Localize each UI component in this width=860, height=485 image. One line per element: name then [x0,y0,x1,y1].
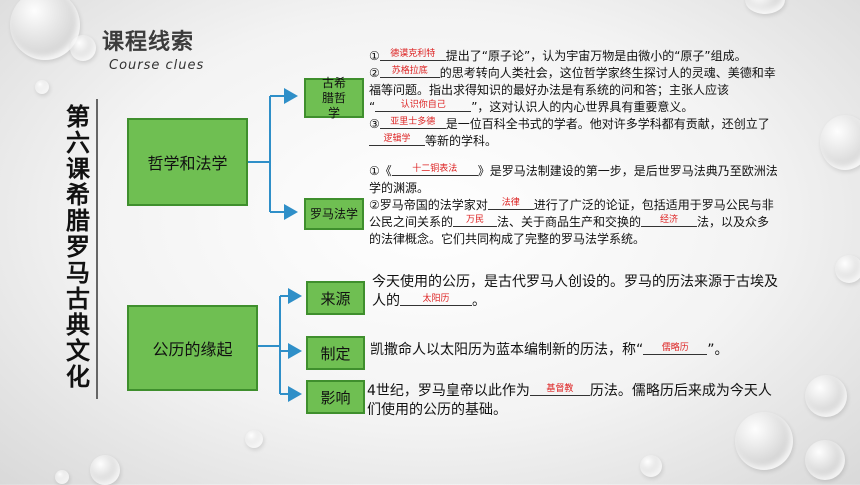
subtopic-label: 古希腊哲学 [321,75,346,120]
subtopic-label: 罗马法学 [309,206,358,221]
lesson-title: 第六课 希腊罗马古典文化 [66,103,90,391]
text-line: 的法律概念。它们共同构成了完整的罗马法学系统。 [369,231,646,246]
water-drop-decoration [70,35,96,61]
subtopic-box-origin: 来源 [306,281,365,315]
divider-line [96,99,98,399]
water-drop-decoration [35,80,49,94]
water-drop-decoration [745,0,785,14]
text-line: ①《十二铜表法》是罗马法制建设的第一步，是后世罗马法典乃至欧洲法 [369,163,778,178]
page-subtitle: Course clues [109,58,205,73]
answer-blank: 法律 [487,197,534,210]
water-drop-decoration [90,455,120,485]
water-drop-decoration [820,115,860,170]
answer-blank: 经济 [641,214,698,227]
text-line: 人的太阳历。 [372,293,486,309]
calendar-origin-text: 今天使用的公历，是古代罗马人创设的。罗马的历法来源于古埃及 人的太阳历。 [372,273,842,311]
answer-blank: 万民 [453,214,498,227]
subtopic-box-greek-philosophy: 古希腊哲学 [304,75,364,120]
answer-blank: 十二铜表法 [391,163,478,176]
answer-blank: 亚里士多德 [379,116,446,129]
topic-box-philosophy-law: 哲学和法学 [127,118,248,206]
text-line: 学的渊源。 [369,181,430,195]
topic-box-calendar: 公历的缘起 [127,305,258,391]
text-line: 公民之间关系的万民法、关于商品生产和交换的经济法，以及众多 [369,214,770,229]
subtopic-label: 制定 [320,344,351,363]
topic-label: 哲学和法学 [147,154,228,173]
answer-blank: 基督教 [529,383,590,396]
text-line: “认识你自己”，这对认识人的内心世界具有重要意义。 [369,99,694,114]
text-line: 今天使用的公历，是古代罗马人创设的。罗马的历法来源于古埃及 [372,274,778,290]
text-line: 逻辑学等新的学科。 [369,133,839,150]
answer-blank: 认识你自己 [375,99,472,112]
text-line: ②罗马帝国的法学家对法律进行了广泛的论证，包括适用于罗马公民与非 [369,197,774,212]
subtopic-label: 影响 [320,388,351,407]
water-drop-decoration [835,255,860,283]
text-line: 们使用的公历的基础。 [367,402,507,418]
answer-blank: 太阳历 [400,293,472,306]
water-drop-decoration [805,375,847,417]
water-drop-decoration [735,412,793,470]
text-line: 福等问题。指出求得知识的最好办法是有系统的问和答；主张人应该 [369,83,730,97]
text-line: 4世纪，罗马皇帝以此作为基督教历法。儒略历后来成为今天人 [367,383,772,399]
water-drop-decoration [245,430,263,448]
answer-blank: 儒略历 [643,342,708,355]
water-drop-decoration [805,440,845,480]
answer-blank: 苏格拉底 [379,65,440,78]
water-drop-decoration [640,455,662,477]
text-line: 凯撒命人以太阳历为蓝本编制新的历法，称“儒略历”。 [370,342,729,358]
answer-blank: 德谟克利特 [379,48,446,61]
answer-blank: 逻辑学 [369,133,425,146]
subtopic-box-formulate: 制定 [306,336,365,370]
subtopic-box-roman-law: 罗马法学 [304,198,364,230]
subtopic-box-influence: 影响 [306,380,365,414]
subtopic-label: 来源 [320,289,351,308]
water-drop-decoration [55,470,69,484]
page-title: 课程线索 [102,30,195,55]
topic-label: 公历的缘起 [152,340,233,359]
calendar-influence-text: 4世纪，罗马皇帝以此作为基督教历法。儒略历后来成为今天人 们使用的公历的基础。 [367,382,837,420]
calendar-formulate-text: 凯撒命人以太阳历为蓝本编制新的历法，称“儒略历”。 [370,341,840,360]
water-drop-decoration [10,0,80,60]
roman-law-text: ①《十二铜表法》是罗马法制建设的第一步，是后世罗马法典乃至欧洲法 学的渊源。 ②… [369,163,839,247]
